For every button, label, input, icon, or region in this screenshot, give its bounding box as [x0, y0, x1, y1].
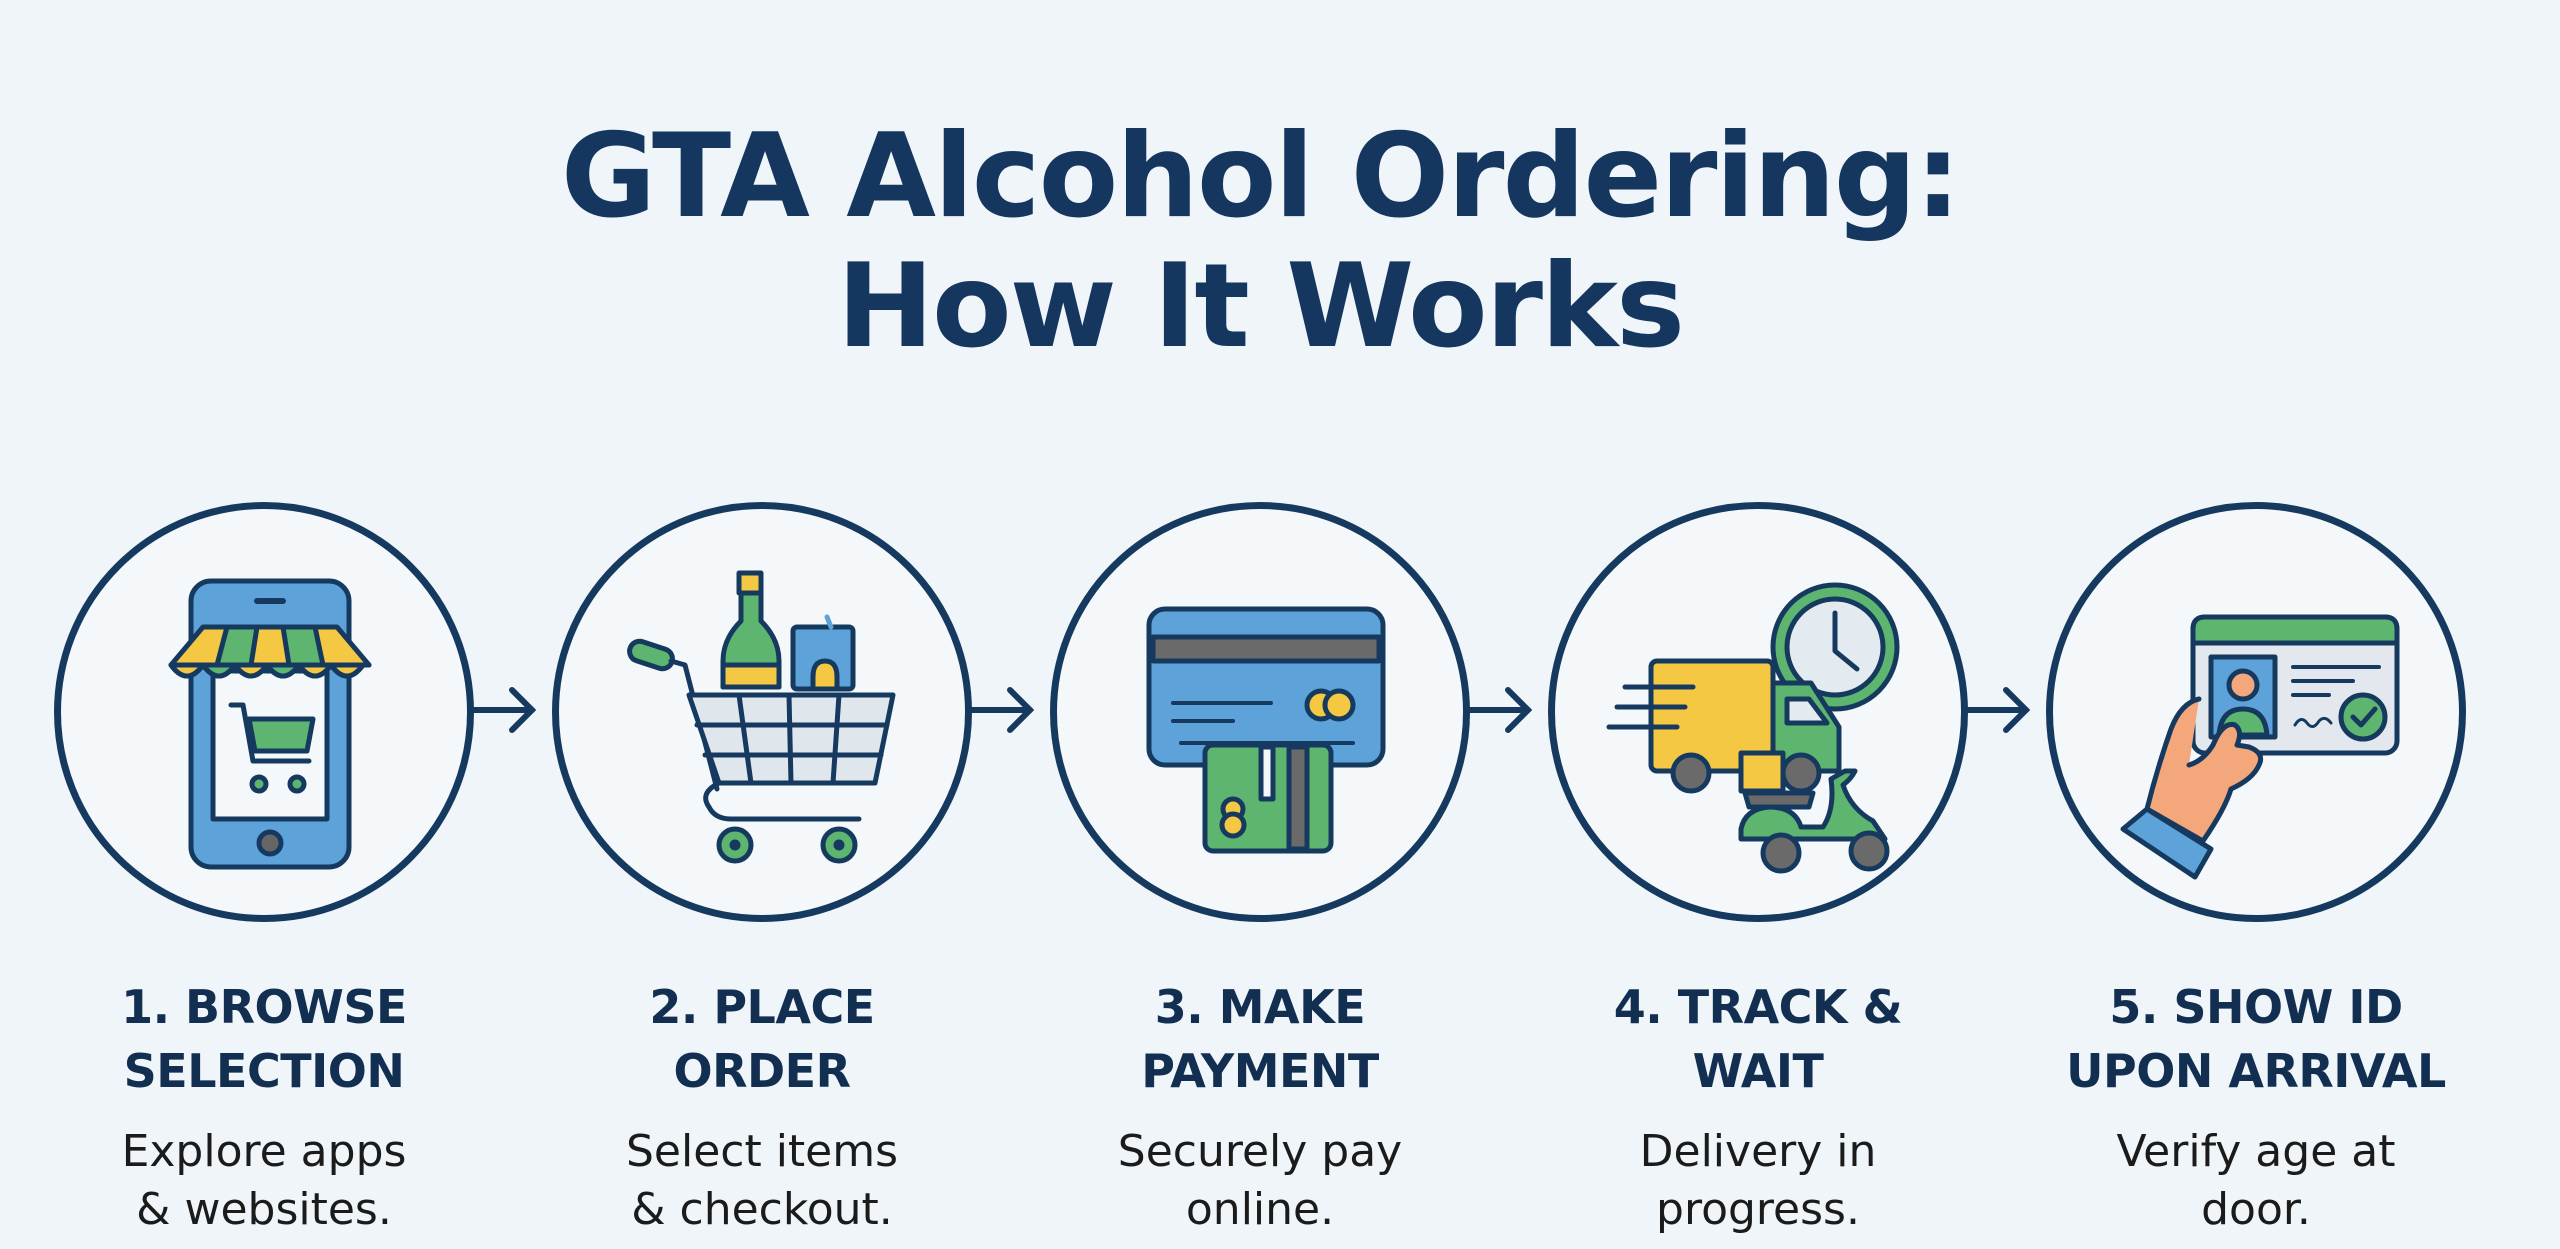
step-5-text: 5. SHOW ID UPON ARRIVAL Verify age at do…: [2036, 975, 2476, 1239]
step-5-description: Verify age at door.: [2116, 1126, 2396, 1235]
step-1-text: 1. BROWSE SELECTION Explore apps & websi…: [44, 975, 484, 1239]
step-2-text: 2. PLACE ORDER Select items & checkout.: [542, 975, 982, 1239]
step-1-circle: [54, 502, 474, 922]
step-4-title: 4. TRACK & WAIT: [1613, 980, 1903, 1098]
arrow-right-icon: [966, 687, 1035, 733]
step-3-title: 3. MAKE PAYMENT: [1141, 980, 1379, 1098]
title-line-2: How It Works: [836, 239, 1685, 374]
id-card-hand-icon: [2120, 614, 2400, 880]
step-5-title: 5. SHOW ID UPON ARRIVAL: [2066, 980, 2446, 1098]
mobile-shop-icon: [168, 578, 372, 870]
arrow-right-icon: [468, 687, 537, 733]
step-5-circle: [2046, 502, 2466, 922]
page-title: GTA Alcohol Ordering: How It Works: [0, 112, 2520, 372]
step-4-circle: [1548, 502, 1968, 922]
step-3-text: 3. MAKE PAYMENT Securely pay online.: [1040, 975, 1480, 1239]
step-2-circle: [552, 502, 972, 922]
credit-card-payment-icon: [1146, 606, 1386, 854]
step-4-text: 4. TRACK & WAIT Delivery in progress.: [1538, 975, 1978, 1239]
step-1-title: 1. BROWSE SELECTION: [121, 980, 407, 1098]
step-1-description: Explore apps & websites.: [121, 1126, 407, 1235]
shopping-cart-bottle-icon: [627, 570, 896, 864]
step-2-title: 2. PLACE ORDER: [649, 980, 875, 1098]
step-4-description: Delivery in progress.: [1639, 1126, 1877, 1235]
arrow-right-icon: [1962, 687, 2031, 733]
arrow-right-icon: [1464, 687, 1533, 733]
step-3-description: Securely pay online.: [1117, 1126, 1403, 1235]
title-line-1: GTA Alcohol Ordering:: [560, 109, 1961, 244]
step-2-description: Select items & checkout.: [625, 1126, 899, 1235]
delivery-truck-clock-icon: [1606, 582, 1900, 874]
step-3-circle: [1050, 502, 1470, 922]
